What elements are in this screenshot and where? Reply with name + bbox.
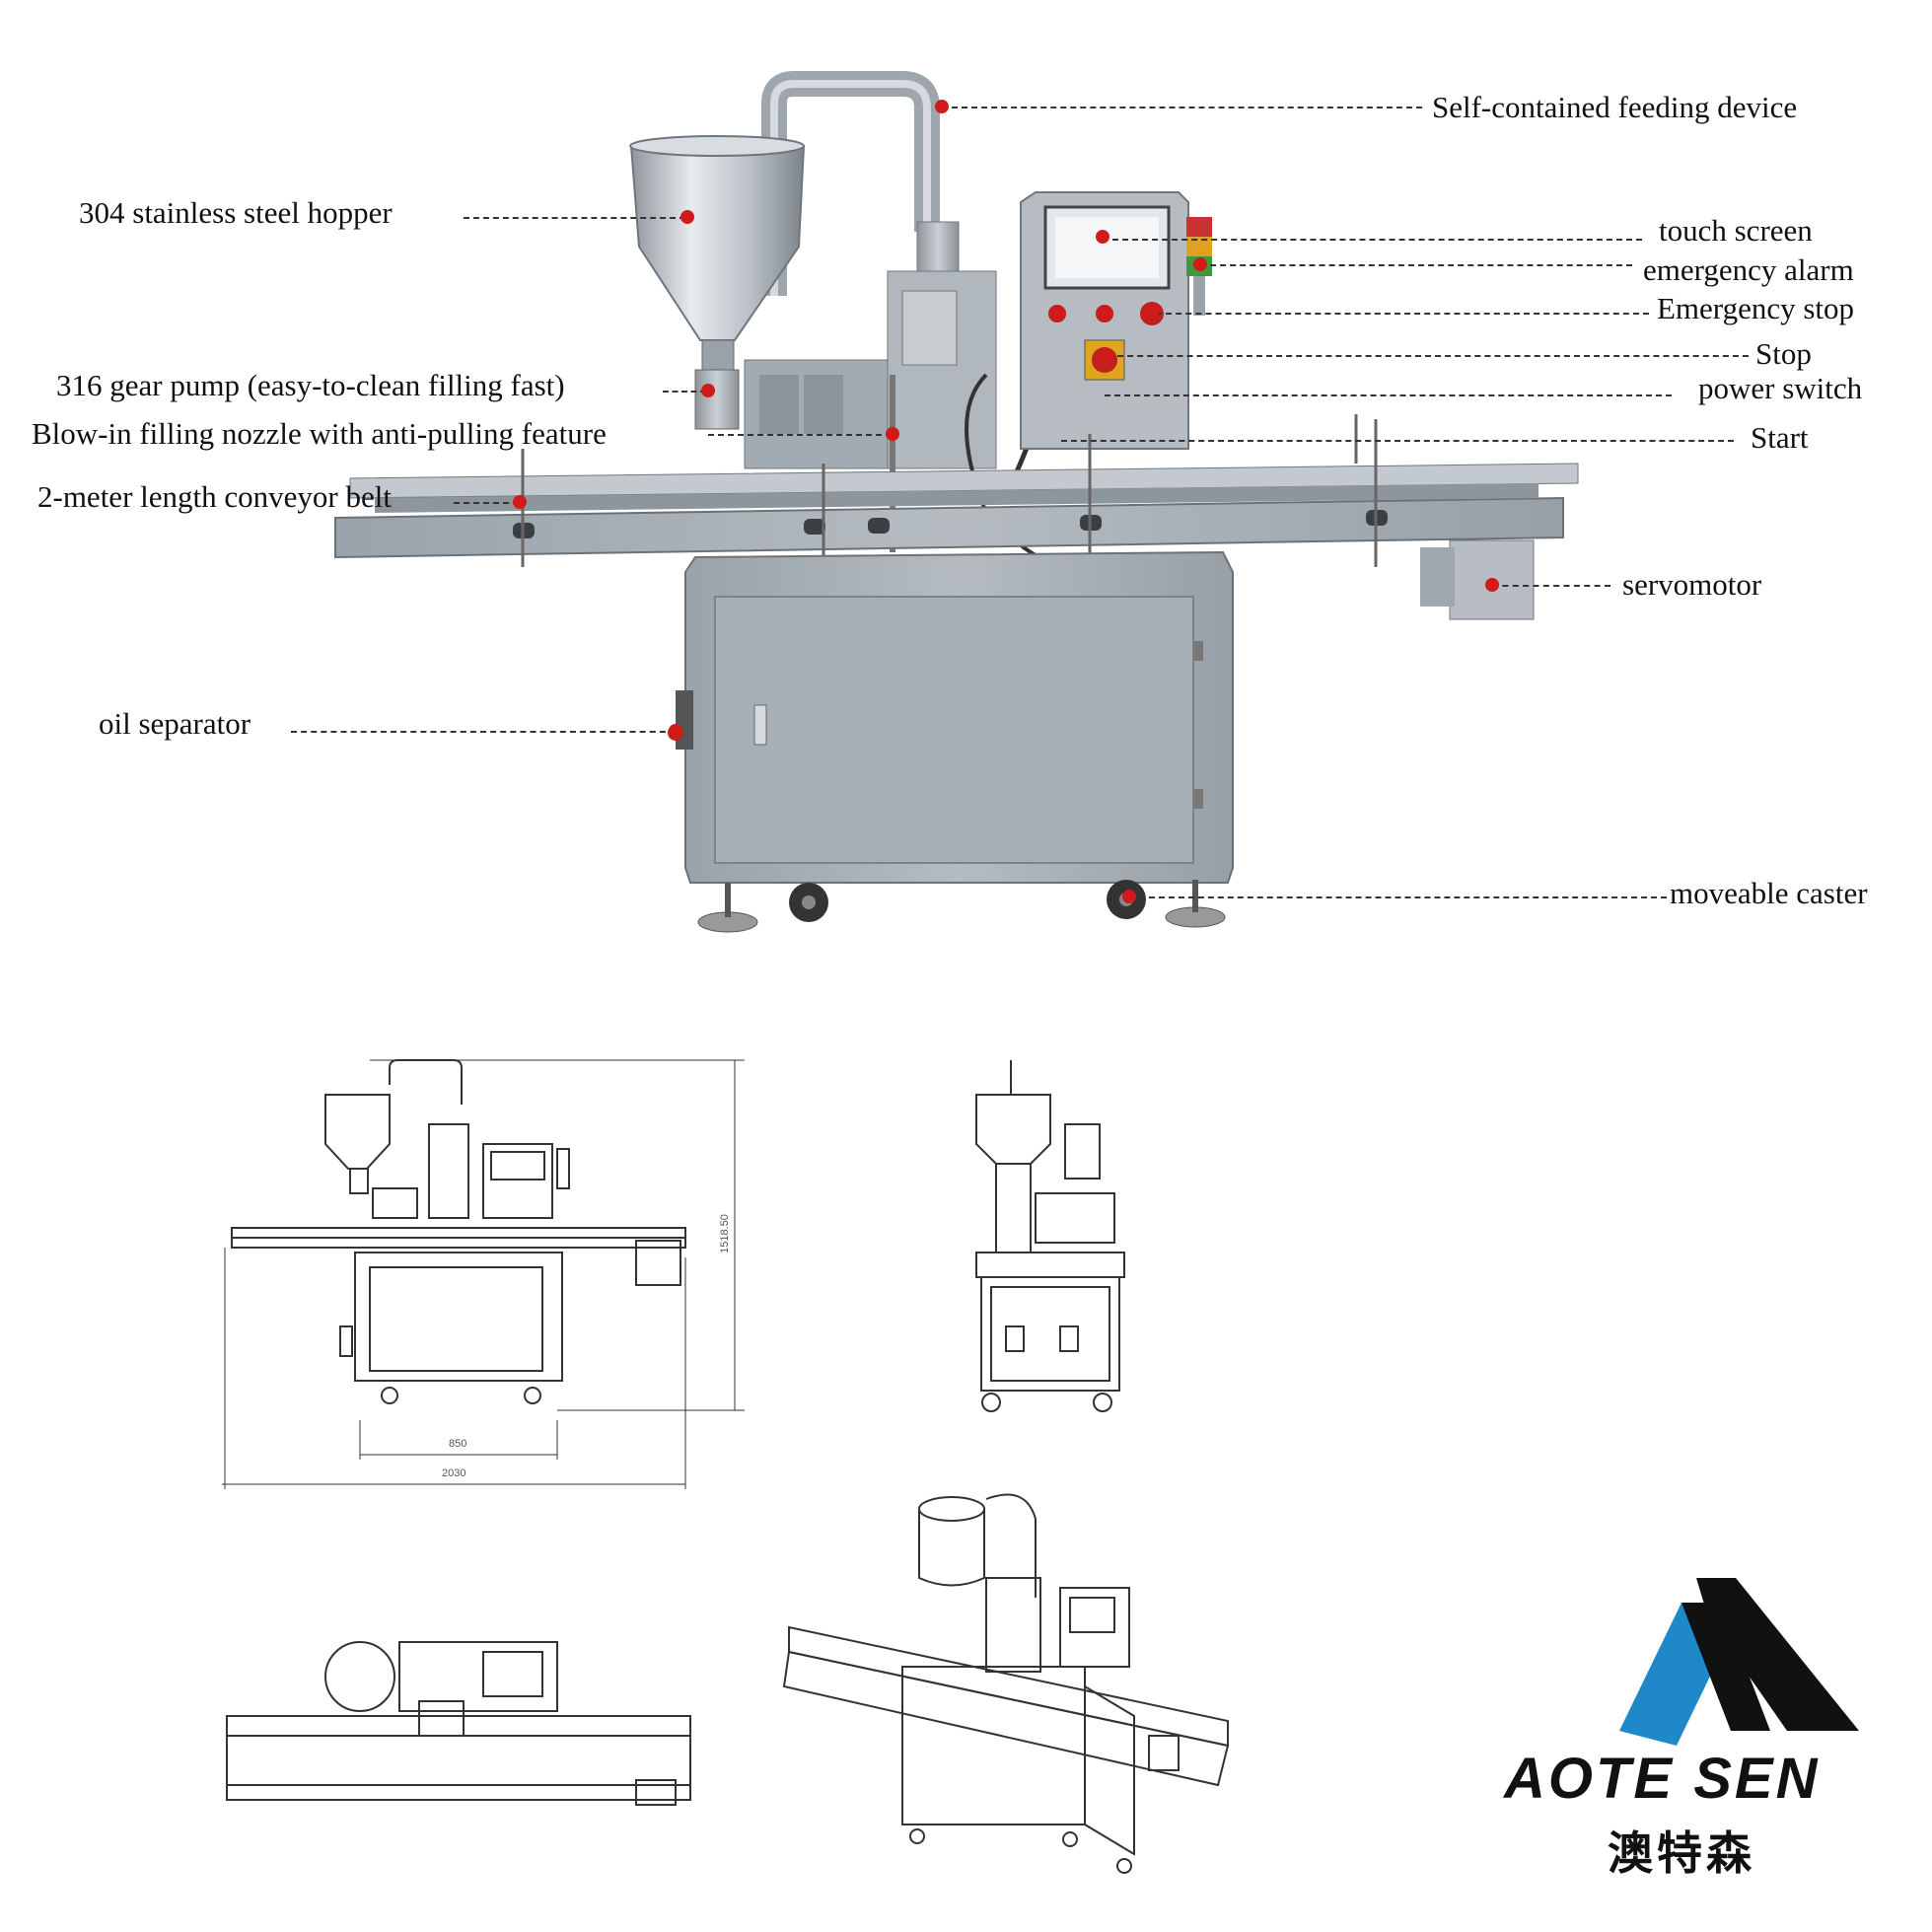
label-emergency-alarm: emergency alarm <box>1643 252 1854 287</box>
brand-logo-mark <box>1619 1578 1859 1746</box>
marker-feeding-device <box>935 100 949 113</box>
marker-start <box>1052 307 1066 321</box>
top-view-drawing <box>226 1641 691 1806</box>
alarm-light <box>1186 217 1212 237</box>
label-oil-separator: oil separator <box>99 706 251 741</box>
marker-filling-nozzle <box>886 427 899 441</box>
label-hopper: 304 stainless steel hopper <box>79 195 393 230</box>
label-gear-pump: 316 gear pump (easy-to-clean filling fas… <box>56 368 565 402</box>
label-stop: Stop <box>1755 336 1812 371</box>
gear-pump <box>694 369 740 430</box>
dimension-cabinet-width: 850 <box>449 1438 467 1450</box>
label-moveable-caster: moveable caster <box>1670 876 1868 910</box>
label-conveyor-belt: 2-meter length conveyor belt <box>37 479 392 514</box>
brand-name-latin: AOTE SEN <box>1504 1747 1821 1811</box>
hopper <box>629 145 806 341</box>
marker-emergency-alarm <box>1193 257 1207 271</box>
marker-servomotor <box>1485 578 1499 592</box>
marker-hopper <box>680 210 694 224</box>
marker-moveable-caster <box>1122 890 1136 903</box>
marker-power-switch <box>1100 307 1113 321</box>
brand-name-chinese: 澳特森 <box>1608 1826 1755 1880</box>
lead-gear-pump <box>663 391 706 393</box>
machine-photo <box>334 71 1579 933</box>
conveyor-rail <box>349 463 1579 499</box>
front-view-drawing <box>222 1059 745 1489</box>
side-view-drawing <box>975 1060 1125 1412</box>
lead-moveable-caster <box>1129 896 1667 898</box>
marker-touch-screen <box>1096 230 1109 244</box>
lead-filling-nozzle <box>708 434 892 436</box>
lead-conveyor-belt <box>454 502 519 504</box>
lead-emergency-alarm <box>1200 264 1632 266</box>
cabinet-door <box>714 596 1194 864</box>
marker-gear-pump <box>701 384 715 397</box>
label-start: Start <box>1751 420 1809 455</box>
lead-touch-screen <box>1103 239 1642 241</box>
marker-stop <box>1100 348 1113 362</box>
lead-servomotor <box>1492 585 1610 587</box>
isometric-drawing <box>782 1493 1230 1874</box>
lead-hopper <box>464 217 685 219</box>
lead-start <box>1061 440 1734 442</box>
marker-emergency-stop <box>1145 306 1159 320</box>
label-feeding-device: Self-contained feeding device <box>1432 90 1798 124</box>
label-power-switch: power switch <box>1698 371 1863 405</box>
marker-oil-separator <box>669 724 682 738</box>
label-touch-screen: touch screen <box>1659 213 1813 248</box>
dimension-height: 1518.50 <box>718 1214 731 1253</box>
dimension-total-length: 2030 <box>442 1467 466 1479</box>
label-servomotor: servomotor <box>1622 567 1762 602</box>
label-filling-nozzle: Blow-in filling nozzle with anti-pulling… <box>32 416 607 451</box>
label-emergency-stop: Emergency stop <box>1657 291 1855 325</box>
lead-power-switch <box>1105 394 1672 396</box>
lead-oil-separator <box>291 731 676 733</box>
marker-conveyor-belt <box>513 495 527 509</box>
lead-feeding-device <box>942 107 1422 108</box>
oil-separator <box>676 690 693 750</box>
conveyor-belt <box>334 496 1564 559</box>
lead-emergency-stop <box>1156 313 1649 315</box>
lead-stop <box>1108 355 1749 357</box>
